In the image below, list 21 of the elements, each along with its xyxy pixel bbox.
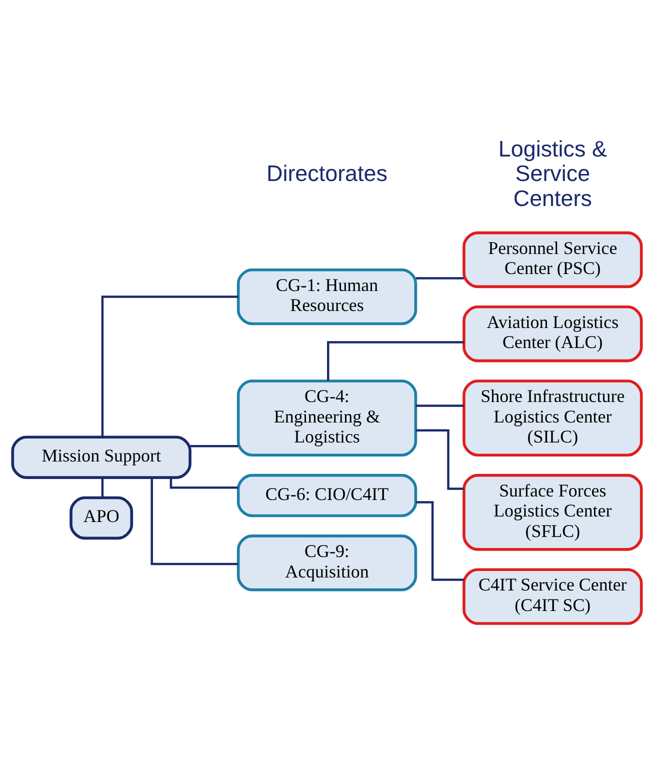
node-box: CG-4: Engineering & Logistics [236, 379, 418, 456]
node-box: Personnel Service Center (PSC) [462, 230, 643, 288]
node-box: CG-6: CIO/C4IT [236, 473, 418, 517]
connector [416, 404, 464, 406]
connector [190, 444, 238, 447]
node-box: Surface Forces Logistics Center (SFLC) [462, 473, 643, 550]
connector [101, 477, 104, 497]
label: Logistics & Service Centers [498, 136, 607, 210]
connector [327, 340, 464, 380]
label: Directorates [266, 160, 388, 186]
node-box: C4IT Service Center (C4IT SC) [462, 568, 643, 624]
node-box: CG-1: Human Resources [236, 268, 418, 325]
node-box: Aviation Logistics Center (ALC) [462, 305, 643, 362]
connector [416, 276, 464, 279]
node-box: CG-9: Acquisition [236, 534, 418, 591]
connector [170, 477, 238, 488]
node-box: Mission Support [11, 435, 192, 478]
node-box: APO [70, 496, 134, 540]
connector [101, 295, 238, 437]
node-box: Shore Infrastructure Logistics Center (SILC) [462, 379, 643, 456]
connector [150, 477, 238, 565]
